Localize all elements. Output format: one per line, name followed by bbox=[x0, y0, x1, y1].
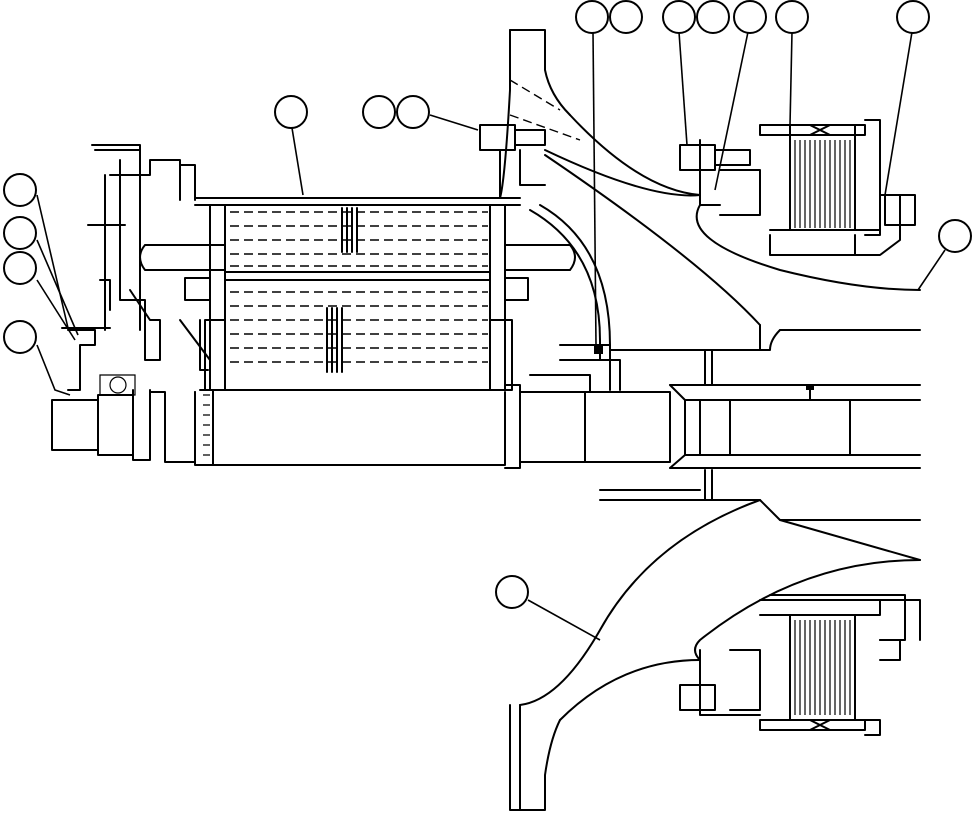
callout-circle bbox=[575, 0, 609, 34]
callout-circle bbox=[3, 320, 37, 354]
main-shaft bbox=[194, 384, 921, 469]
callout-circle bbox=[3, 173, 37, 207]
lower-spider-arm bbox=[509, 469, 921, 811]
callout-circle bbox=[3, 216, 37, 250]
callout-circle bbox=[3, 251, 37, 285]
callout-circles bbox=[3, 0, 972, 609]
callout-circle bbox=[938, 219, 972, 253]
callout-circle bbox=[396, 95, 430, 129]
main-housing bbox=[139, 197, 576, 391]
callout-circle bbox=[362, 95, 396, 129]
callout-circle bbox=[696, 0, 730, 34]
lower-brake-assembly bbox=[679, 594, 921, 736]
callout-circle bbox=[775, 0, 809, 34]
callout-circle bbox=[896, 0, 930, 34]
left-end-housing bbox=[51, 144, 211, 463]
callout-circle bbox=[609, 0, 643, 34]
upper-spider-arm bbox=[479, 29, 921, 393]
callout-circle bbox=[495, 575, 529, 609]
callout-leaders bbox=[36, 31, 946, 641]
callout-circle bbox=[733, 0, 767, 34]
callout-circle bbox=[662, 0, 696, 34]
upper-brake-assembly bbox=[679, 119, 921, 291]
callout-circle bbox=[274, 95, 308, 129]
